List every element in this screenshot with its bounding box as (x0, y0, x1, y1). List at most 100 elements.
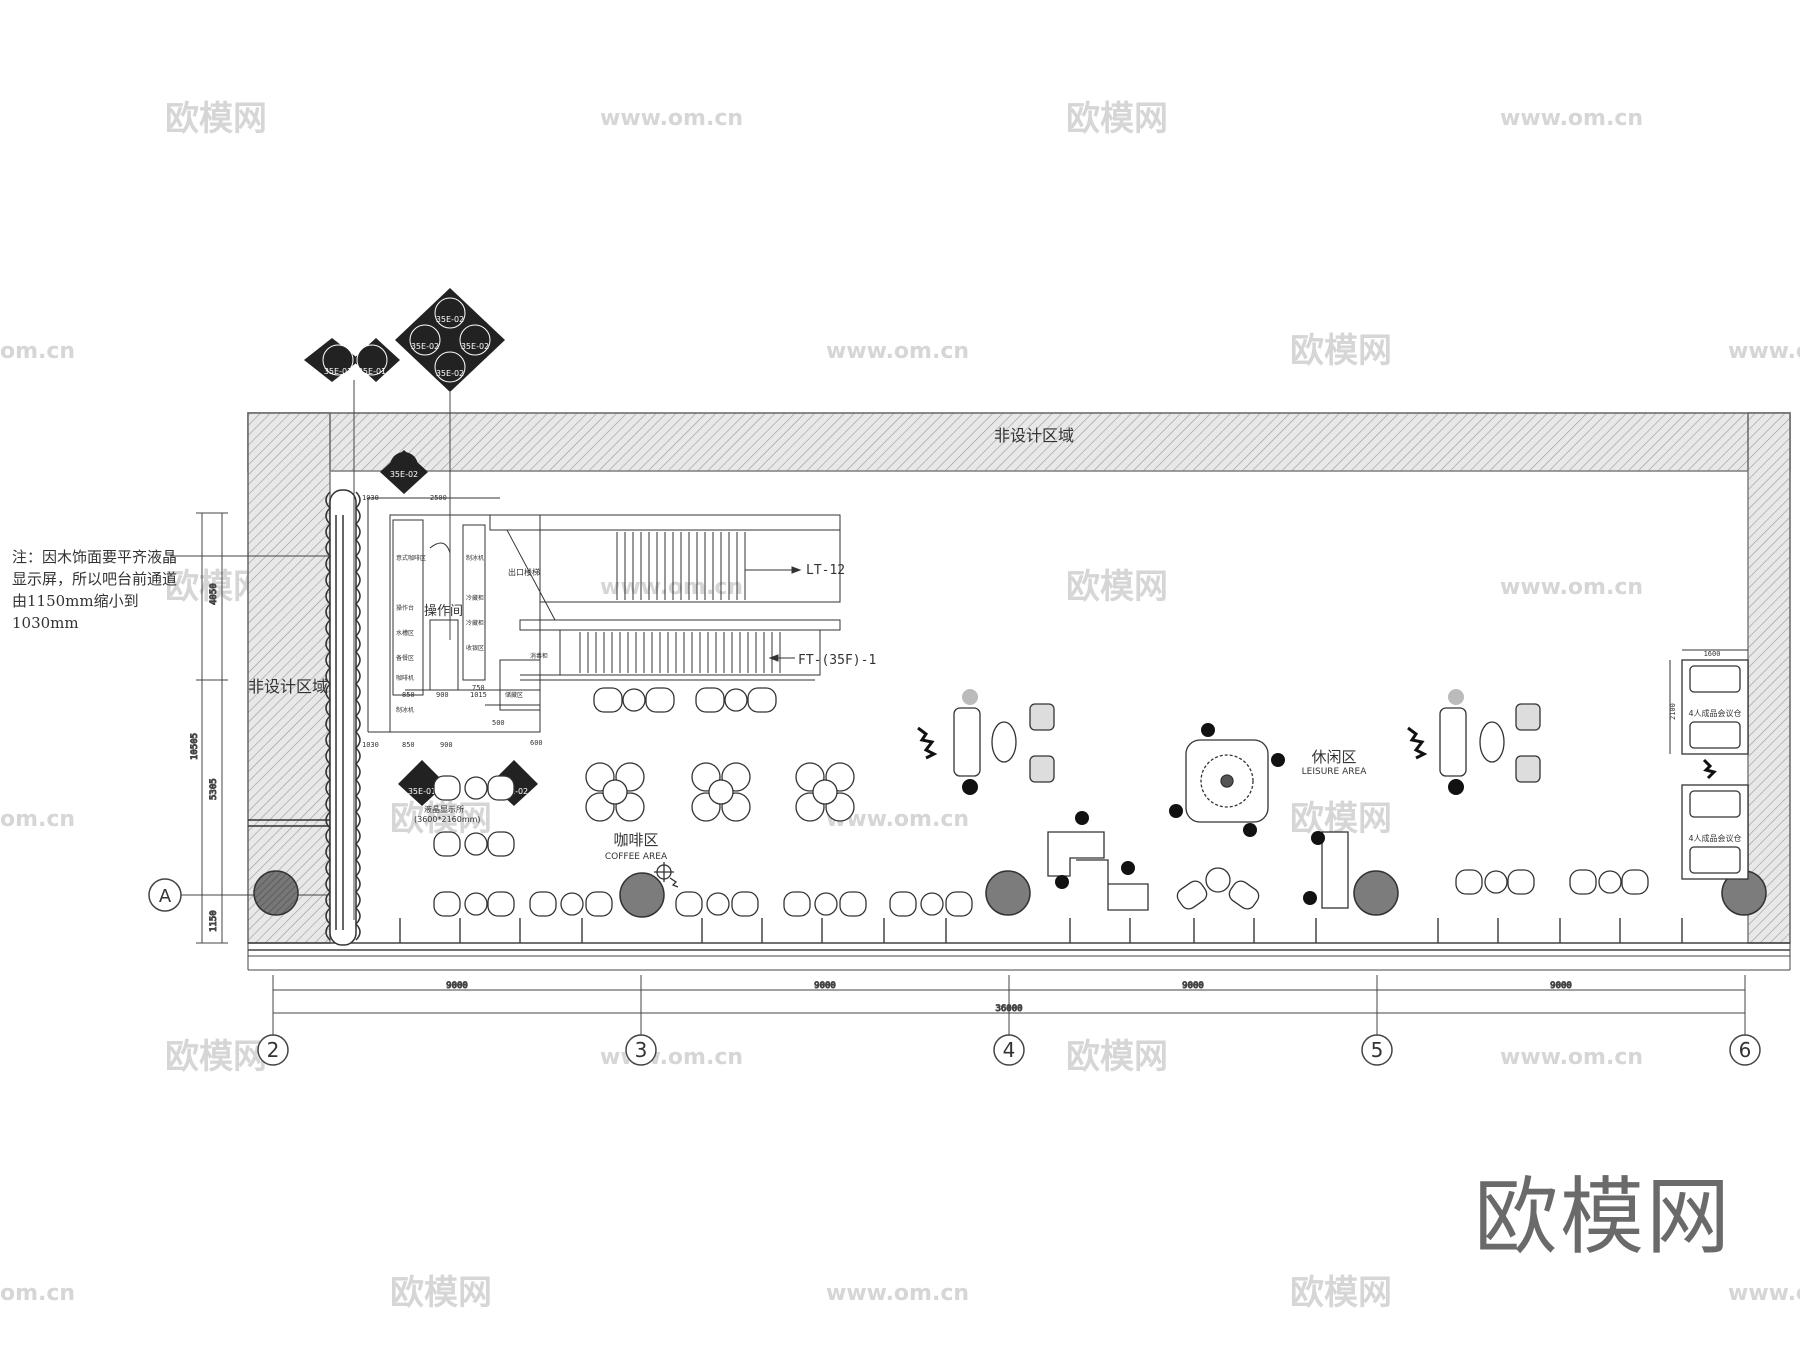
grid-bubbles: 2 3 4 5 6 (257, 1034, 1761, 1066)
non-design-zones: 非设计区域 非设计区域 (247, 412, 1791, 944)
bar-dim: 750 (472, 684, 485, 692)
bar-dim: 850 (402, 741, 415, 749)
table-set (433, 775, 515, 801)
non-design-left-label: 非设计区域 (248, 677, 328, 696)
non-design-top-label: 非设计区域 (994, 426, 1074, 445)
watermark: www.om.cn (1728, 339, 1800, 364)
window-seating (433, 891, 973, 917)
dim-label: 10505 (190, 733, 200, 760)
grid-bubble-a: A (148, 878, 182, 912)
kitchen-label: 冷藏柜 (466, 619, 484, 627)
grid-col-label: 2 (267, 1038, 280, 1062)
meeting-booth-label: 4人成品会议仓 (1688, 833, 1741, 843)
index-tag: 35E-02 (411, 342, 439, 351)
kitchen-label: 意式咖啡区 (396, 554, 426, 562)
watermark: www.om.cn (600, 1045, 743, 1070)
bay-dim: 9000 (1550, 981, 1572, 991)
top-hatch-band (247, 412, 1791, 472)
right-hatch-band (1747, 412, 1791, 944)
clean-note: 消毒柜 (530, 652, 548, 660)
facade-posts (399, 918, 1683, 943)
watermark: om.cn (0, 339, 75, 364)
operation-room-label: 操作间 (424, 603, 463, 619)
index-tag: 35E-02 (436, 315, 464, 324)
watermark: 欧模网 (1290, 331, 1392, 371)
bar-dim: 600 (530, 739, 543, 747)
booth-dim: 2100 (1669, 703, 1677, 720)
bay-dim: 9000 (1182, 981, 1204, 991)
grid-col-label: 5 (1371, 1038, 1384, 1062)
staircase: LT-12 FT-(35F)-1 出口楼梯 (489, 514, 876, 681)
bar-dim: 1030 (362, 494, 379, 502)
watermark: 欧模网 (1066, 1037, 1168, 1077)
table-set (433, 831, 515, 857)
index-tag: 35E-01 (408, 787, 436, 796)
index-tag: 35E-01 (358, 367, 386, 376)
design-note: 注：因木饰面要平齐液晶显示屏，所以吧台前通道由1150mm缩小到1030mm (12, 548, 178, 632)
leisure-area-en: LEISURE AREA (1302, 767, 1368, 777)
watermark: www.om.cn (1500, 106, 1643, 131)
coffee-area-cn: 咖啡区 (613, 831, 658, 849)
watermark: www.om.cn (1728, 1281, 1800, 1306)
index-tag: 35E-02 (390, 470, 418, 479)
watermark: www.om.cn (826, 339, 969, 364)
index-tag: 35E-01 (324, 367, 352, 376)
clover-table (795, 762, 855, 822)
brand-watermark: 欧模网 (1474, 1168, 1733, 1266)
storage-note: 储藏区 (505, 691, 523, 699)
total-dim: 36000 (995, 1004, 1022, 1014)
grid-row-label: A (159, 886, 172, 907)
kitchen-label: 水槽区 (396, 629, 414, 637)
kitchen-label: 冷藏柜 (466, 594, 484, 602)
ft-label: FT-(35F)-1 (798, 653, 876, 668)
bar-dim: 500 (492, 719, 505, 727)
dim-label: 5305 (209, 778, 219, 800)
leisure-area-cn: 休闲区 (1311, 748, 1356, 766)
bar-stool-group (593, 687, 777, 713)
planters (253, 870, 1767, 918)
left-dimensions: 4050 10505 5305 1150 (165, 512, 330, 944)
coffee-area-furniture: 咖啡区 COFFEE AREA 液晶显示所 (3600*2160mm) (414, 687, 973, 917)
meeting-booth-label: 4人成品会议仓 (1688, 708, 1741, 718)
kitchen-label: 操作台 (396, 604, 414, 612)
watermark: www.om.cn (600, 106, 743, 131)
bar-dim: 900 (440, 741, 453, 749)
watermark: 欧模网 (165, 1037, 267, 1077)
operation-room: 操作间 意式咖啡区 制冰机 操作台 冷藏柜 水槽区 冷藏柜 备餐区 收银区 咖啡… (362, 494, 548, 749)
bar-dim: 1015 (470, 691, 487, 699)
dim-label: 1150 (209, 910, 219, 932)
stair-note: 出口楼梯 (508, 567, 540, 577)
grid-col-label: 4 (1003, 1038, 1016, 1062)
wood-feature-wall (248, 489, 361, 946)
grid-col-label: 6 (1739, 1038, 1752, 1062)
bar-dim: 900 (436, 691, 449, 699)
index-tag: 35E-02 (436, 369, 464, 378)
kitchen-label: 制冰机 (396, 706, 414, 714)
kitchen-label: 备餐区 (396, 654, 414, 662)
bay-dim: 9000 (814, 981, 836, 991)
watermark: www.om.cn (1500, 575, 1643, 600)
bottom-dimensions: 9000 9000 9000 9000 36000 (272, 975, 1746, 1035)
dim-label: 4050 (209, 583, 219, 605)
index-tag: 35E-02 (461, 342, 489, 351)
coffee-area-en: COFFEE AREA (605, 852, 668, 862)
bar-dim: 2500 (430, 494, 447, 502)
watermark: 欧模网 (1290, 1273, 1392, 1313)
kitchen-label: 收银区 (466, 644, 484, 652)
small-plant (654, 862, 679, 888)
watermark: www.om.cn (1500, 1045, 1643, 1070)
watermark: 欧模网 (1066, 99, 1168, 139)
kitchen-label: 咖啡机 (396, 674, 414, 682)
clover-table (585, 762, 645, 822)
watermark: www.om.cn (600, 575, 743, 600)
bar-dim: 850 (402, 691, 415, 699)
watermark: www.om.cn (826, 1281, 969, 1306)
watermark: 欧模网 (165, 99, 267, 139)
watermark: om.cn (0, 1281, 75, 1306)
leisure-area-furniture: 4人成品会议仓 4人成品会议仓 1600 2100 休闲区 LEISURE AR… (917, 649, 1749, 911)
lcd-wall-label: 液晶显示所 (424, 804, 464, 814)
clover-table (691, 762, 751, 822)
grid-col-label: 3 (635, 1038, 648, 1062)
watermark: om.cn (0, 807, 75, 832)
